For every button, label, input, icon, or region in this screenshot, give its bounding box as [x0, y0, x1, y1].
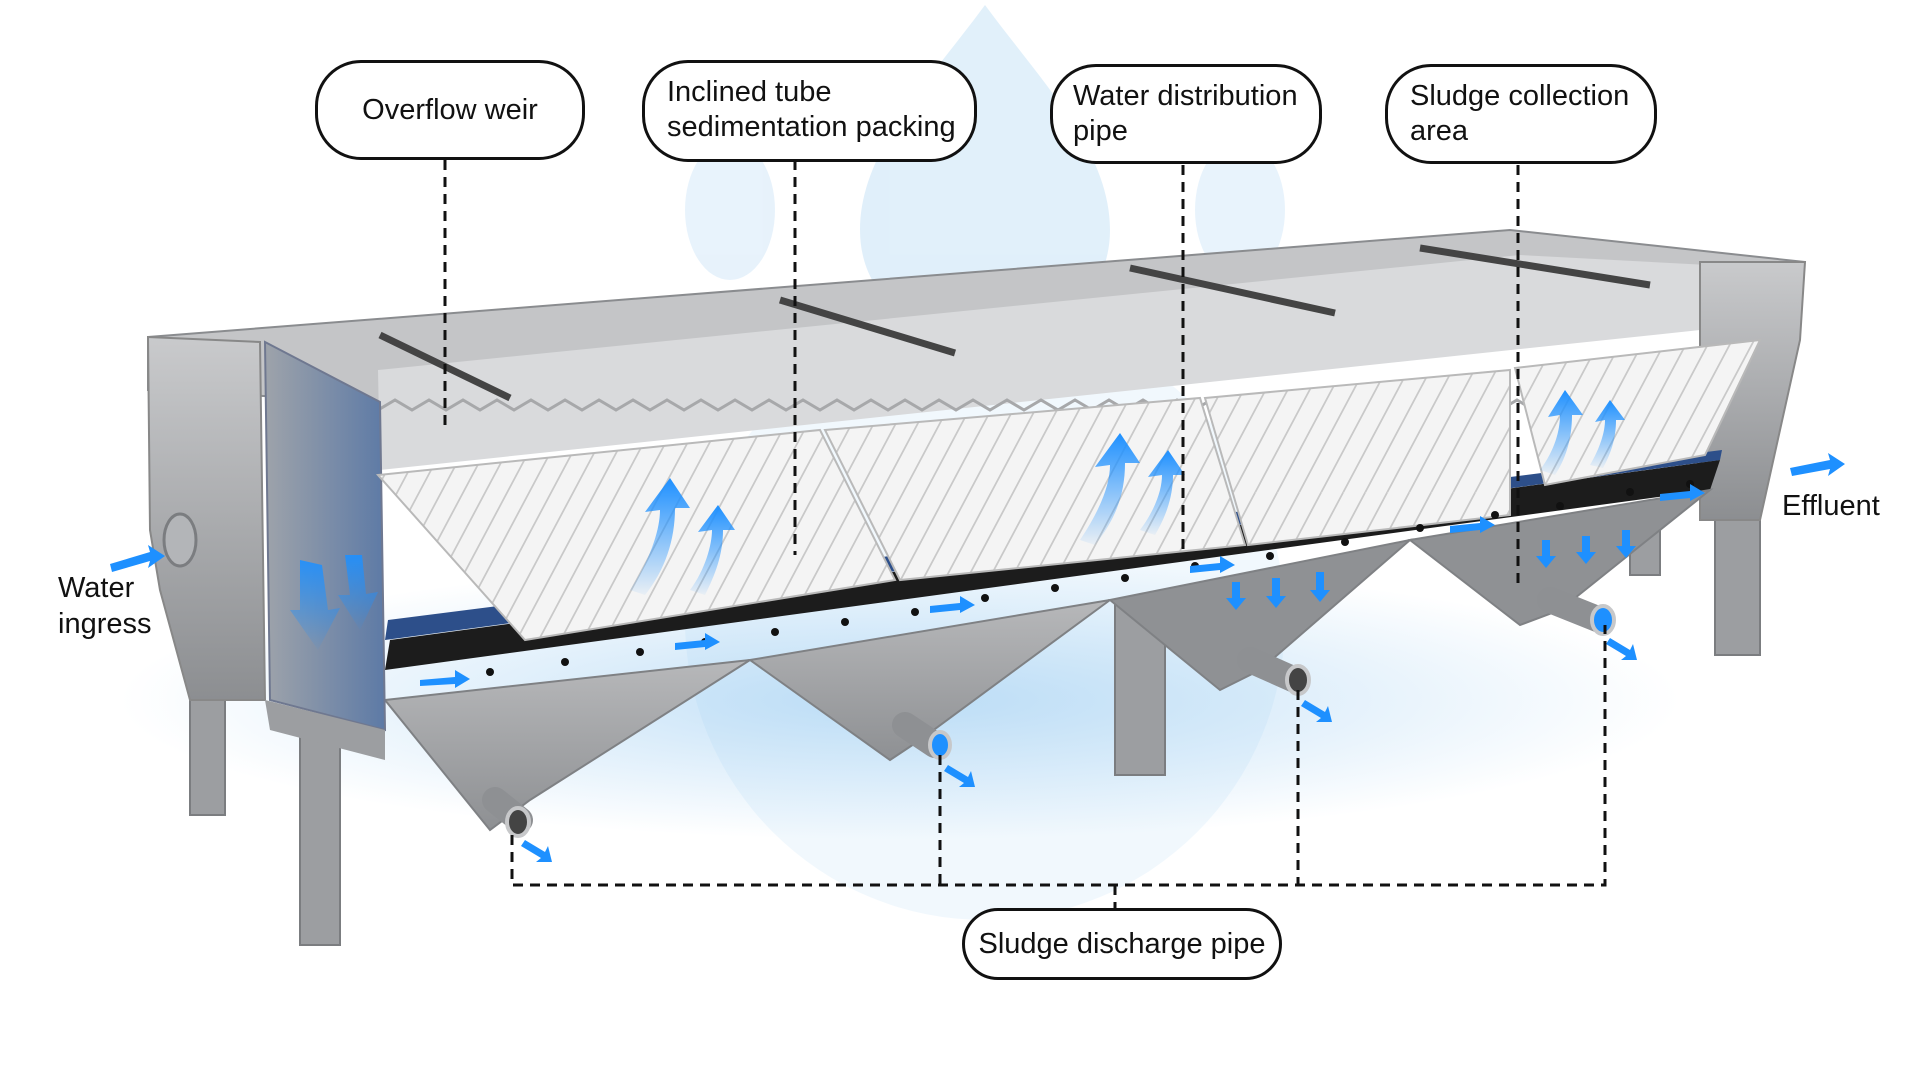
- water-distribution-pipe-label: Water distribution pipe: [1050, 64, 1322, 164]
- support-legs: [189, 509, 1761, 946]
- effluent-label: Effluent: [1782, 490, 1880, 522]
- flow-arrow-icon: [1790, 453, 1845, 476]
- flow-arrow-icon: [675, 633, 720, 650]
- water-ingress-label: Water ingress: [58, 572, 152, 640]
- flow-arrow-icon: [110, 545, 165, 572]
- flow-arrow-icon: [930, 596, 975, 613]
- flow-arrows: [110, 390, 1845, 862]
- sludge-collection-area-label: Sludge collection area: [1385, 64, 1657, 164]
- inclined-tube-packing: [375, 338, 1762, 642]
- inclined-tube-packing-label: Inclined tube sedimentation packing: [642, 60, 977, 162]
- flow-arrow-icon: [1450, 516, 1495, 533]
- overflow-weir-label: Overflow weir: [315, 60, 585, 160]
- flow-arrow-icon: [1660, 484, 1705, 501]
- sludge-outlet-pipes: [482, 587, 1616, 838]
- flow-arrow-icon: [1190, 556, 1235, 573]
- flow-arrow-icon: [420, 670, 470, 688]
- sludge-discharge-pipe-label: Sludge discharge pipe: [962, 908, 1282, 980]
